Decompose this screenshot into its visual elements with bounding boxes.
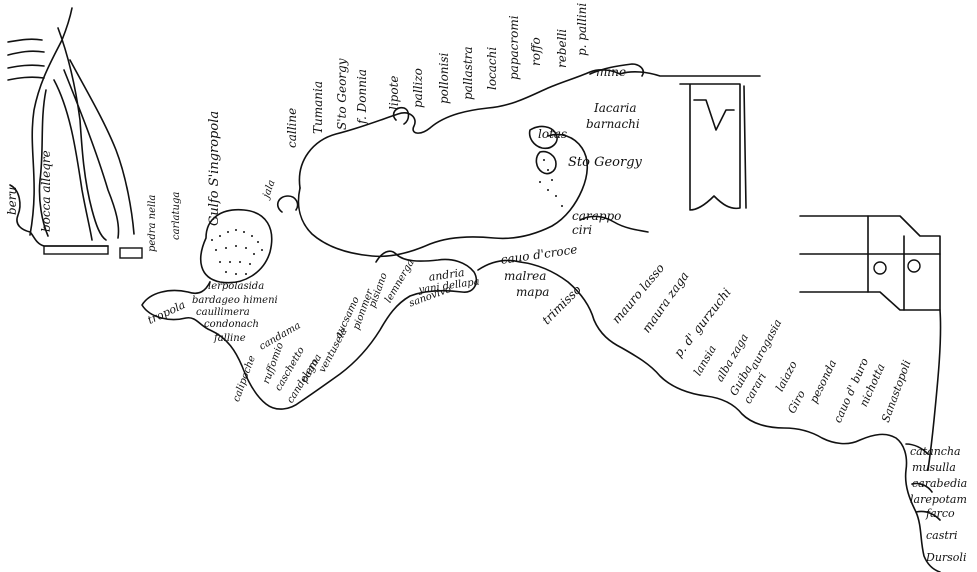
city-block-2 <box>119 247 143 259</box>
river-top-right <box>589 63 645 77</box>
coast-east-right <box>905 443 941 521</box>
island-chain <box>528 125 558 175</box>
label-malrea: malrea <box>504 269 547 283</box>
river-mid-right <box>579 215 649 233</box>
label-pallastra: pallastra <box>461 46 475 100</box>
river-delta <box>7 38 45 81</box>
label-bardageo-himeni: bardageo himeni <box>192 295 278 306</box>
label-mine: mine <box>596 65 627 79</box>
shoal-dots <box>211 159 563 275</box>
label-sto-georgy-1: S'to Georgy <box>335 58 349 131</box>
bay-hook <box>276 106 410 213</box>
label-carlatuga: carlatuga <box>171 191 182 240</box>
label-catancha: catancha <box>910 445 961 458</box>
label-calline: calline <box>285 107 299 148</box>
coast-east <box>477 259 941 572</box>
label-musulla: musulla <box>912 461 956 474</box>
label-roffo: roffo <box>529 37 543 66</box>
delta-outline <box>29 7 135 241</box>
label-falline: falline <box>214 333 246 344</box>
lagoon <box>199 209 273 284</box>
label-carappo: carappo <box>572 209 622 223</box>
banner-top <box>679 83 741 211</box>
label-farco: farco <box>926 507 955 520</box>
label-caulliniera: caullimera <box>196 307 250 318</box>
banner-top-bars <box>743 85 747 209</box>
banner-right <box>799 215 941 311</box>
label-carabedia: carabedia <box>912 477 968 490</box>
label-iacaria: Iacaria <box>594 101 637 115</box>
label-larepotam: larepotam <box>910 493 967 506</box>
label-beru: beru <box>5 186 19 215</box>
label-ciri: ciri <box>572 223 593 237</box>
label-tumania: Tumania <box>311 81 325 134</box>
label-p-pallini: p. pallini <box>575 2 589 56</box>
banner-circle-1 <box>873 261 887 275</box>
delta-inner-1 <box>38 89 49 237</box>
label-barnachi: barnachi <box>586 117 640 131</box>
label-pallizo: pallizo <box>411 68 425 108</box>
bay-south <box>297 133 589 258</box>
label-lerpolasida: lerpolasida <box>208 281 265 292</box>
label-locachi: locachi <box>485 46 499 90</box>
label-pedra-nella: pedra nella <box>147 194 158 252</box>
label-sto-georgy-2: Sto Georgy <box>568 155 642 170</box>
label-bocca-alleque: bocca alleqre <box>39 150 53 232</box>
peninsula-coast <box>141 250 478 410</box>
label-lotas: lotas <box>538 127 568 141</box>
label-condonach: condonach <box>204 319 259 330</box>
label-lipote: lipote <box>387 75 401 110</box>
label-castri: castri <box>926 529 958 542</box>
city-block-1 <box>43 245 109 255</box>
label-pollonisi: pollonisi <box>437 52 451 104</box>
label-rebelli: rebelli <box>555 28 569 68</box>
label-mapa: mapa <box>516 285 550 299</box>
coast-left <box>9 184 109 247</box>
banner-circle-2 <box>907 259 921 273</box>
label-fo-donnia: f. Donnia <box>355 69 369 124</box>
bay-great <box>298 69 761 189</box>
coast-right-vertical <box>927 309 942 471</box>
banner-right-cross <box>799 215 941 311</box>
label-papacromi: papacromi <box>507 15 521 80</box>
label-gulfo-sangropola: Gulfo S'ingropola <box>207 110 222 226</box>
delta-inner-2 <box>53 79 93 241</box>
label-dursoli: Dursoli <box>926 551 967 564</box>
